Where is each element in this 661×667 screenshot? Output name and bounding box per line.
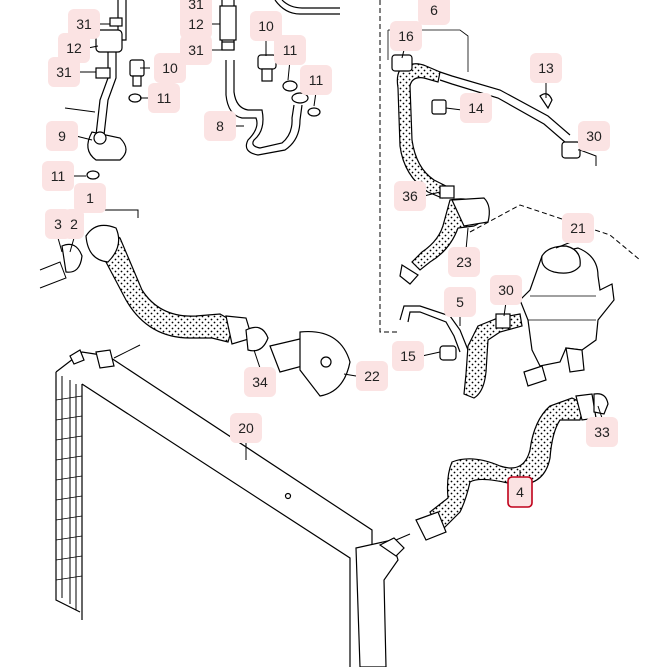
svg-text:11: 11 [309, 72, 324, 88]
hose-1 [39, 209, 351, 397]
callout-36[interactable]: 36 [394, 181, 426, 211]
group-6-frame [379, 0, 400, 333]
svg-text:4: 4 [516, 484, 524, 500]
callout-12[interactable]: 12 [180, 9, 212, 39]
callout-23[interactable]: 23 [448, 247, 480, 277]
hose-9-group [64, 0, 145, 180]
svg-text:31: 31 [76, 16, 92, 32]
svg-text:9: 9 [58, 128, 66, 144]
svg-text:21: 21 [570, 220, 586, 236]
callout-11[interactable]: 11 [274, 35, 306, 65]
callout-31[interactable]: 31 [68, 9, 100, 39]
callout-30[interactable]: 30 [578, 121, 610, 151]
callout-13[interactable]: 13 [530, 53, 562, 83]
callout-9[interactable]: 9 [46, 121, 78, 151]
svg-text:11: 11 [157, 90, 172, 106]
svg-text:34: 34 [252, 374, 268, 390]
callout-15[interactable]: 15 [392, 341, 424, 371]
callout-14[interactable]: 14 [460, 93, 492, 123]
callout-5[interactable]: 5 [444, 287, 476, 317]
svg-text:16: 16 [398, 28, 414, 44]
svg-text:30: 30 [586, 128, 602, 144]
callout-4-selected[interactable]: 4 [507, 476, 533, 508]
radiator [55, 344, 411, 667]
callout-31[interactable]: 31 [48, 57, 80, 87]
svg-text:5: 5 [456, 294, 464, 310]
callout-12[interactable]: 12 [58, 33, 90, 63]
expansion-tank [519, 245, 615, 387]
svg-text:12: 12 [188, 16, 204, 32]
callout-22[interactable]: 22 [356, 361, 388, 391]
svg-text:10: 10 [258, 18, 274, 34]
hose-6-group [391, 54, 597, 285]
hose-4 [415, 393, 609, 541]
svg-text:23: 23 [456, 254, 472, 270]
callout-16[interactable]: 16 [390, 21, 422, 51]
svg-text:22: 22 [364, 368, 380, 384]
hose-5-group [399, 305, 523, 399]
callout-1[interactable]: 1 [74, 183, 106, 213]
line-art [39, 0, 641, 667]
callout-30[interactable]: 30 [490, 275, 522, 305]
svg-text:6: 6 [430, 2, 438, 18]
callout-11[interactable]: 11 [148, 83, 180, 113]
callout-2[interactable]: 2 [64, 209, 84, 239]
callout-11[interactable]: 11 [300, 65, 332, 95]
svg-text:10: 10 [162, 60, 178, 76]
svg-text:30: 30 [498, 282, 514, 298]
svg-text:3: 3 [54, 216, 62, 232]
svg-text:11: 11 [51, 168, 66, 184]
callout-8[interactable]: 8 [204, 111, 236, 141]
callout-10[interactable]: 10 [154, 53, 186, 83]
callout-31[interactable]: 31 [180, 35, 212, 65]
callouts: 31 12 31 10 11 9 11 31 [42, 0, 618, 508]
svg-text:8: 8 [216, 118, 224, 134]
svg-text:31: 31 [56, 64, 72, 80]
svg-text:33: 33 [594, 424, 610, 440]
svg-text:36: 36 [402, 188, 418, 204]
svg-text:20: 20 [238, 420, 254, 436]
callout-34[interactable]: 34 [244, 367, 276, 397]
callout-33[interactable]: 33 [586, 417, 618, 447]
callout-20[interactable]: 20 [230, 413, 262, 443]
svg-text:1: 1 [86, 190, 94, 206]
svg-text:31: 31 [188, 42, 204, 58]
callout-6[interactable]: 6 [418, 0, 450, 25]
svg-text:14: 14 [468, 100, 484, 116]
callout-11[interactable]: 11 [42, 161, 74, 191]
svg-text:11: 11 [283, 42, 298, 58]
callout-21[interactable]: 21 [562, 213, 594, 243]
svg-text:15: 15 [400, 348, 416, 364]
svg-text:2: 2 [70, 216, 78, 232]
svg-text:13: 13 [538, 60, 554, 76]
svg-text:12: 12 [66, 40, 82, 56]
callout-10[interactable]: 10 [250, 11, 282, 41]
